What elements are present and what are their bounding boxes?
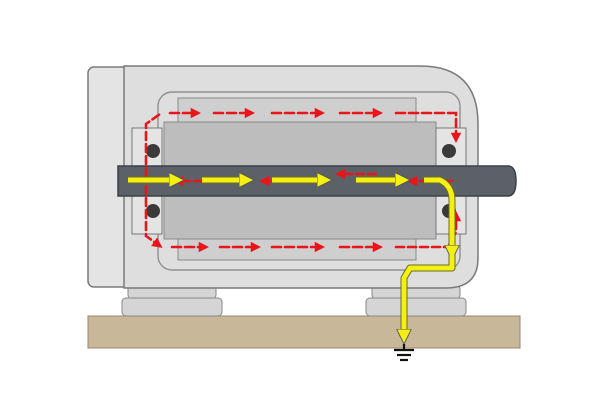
red-path-right-upper	[448, 111, 462, 144]
yellow-path-to-ground	[404, 254, 455, 338]
yellow-path-through-bearing	[424, 177, 452, 254]
bearing-left-bottom	[146, 204, 160, 218]
bearing-right-top	[442, 144, 456, 158]
right-foot-pad	[365, 297, 467, 317]
bearing-left-top	[146, 144, 160, 158]
rotor-lower	[163, 194, 437, 240]
base-plate	[87, 315, 521, 349]
motor-feet	[121, 284, 467, 317]
shaft-ground-current-path	[128, 180, 452, 338]
red-path-left-upper	[144, 112, 162, 178]
stator-upper	[177, 97, 417, 123]
red-path-left-lower	[144, 184, 163, 248]
left-foot-pad	[121, 297, 223, 317]
rotor-upper	[163, 121, 437, 167]
earth-ground-icon	[394, 344, 414, 362]
